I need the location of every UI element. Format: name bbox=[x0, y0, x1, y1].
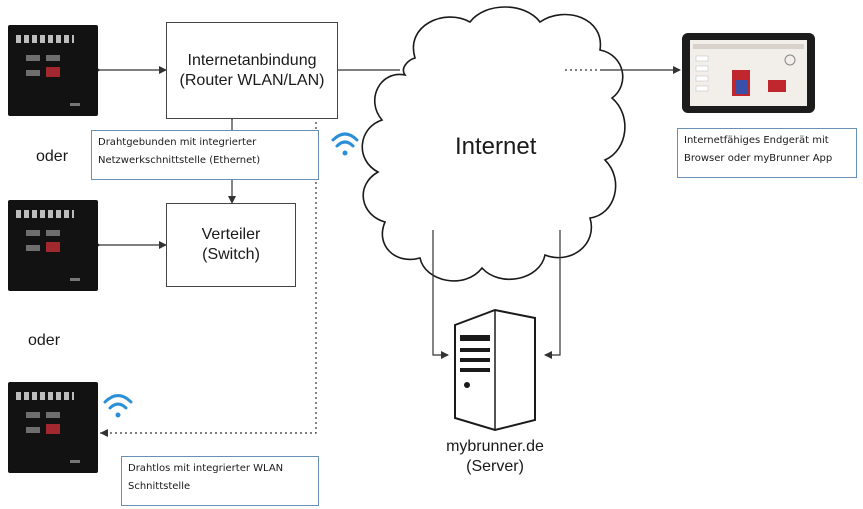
wireless-note-line2: Schnittstelle bbox=[128, 481, 191, 492]
client-note: Internetfähiges Endgerät mit Browser ode… bbox=[677, 128, 857, 178]
wireless-connections bbox=[100, 66, 681, 434]
controller-device-icon bbox=[8, 25, 98, 116]
router-box-line2: (Router WLAN/LAN) bbox=[179, 71, 325, 89]
wired-note-line1: Drahtgebunden mit integrierter bbox=[98, 137, 257, 148]
server-icon bbox=[454, 308, 536, 432]
wired-note: Drahtgebunden mit integrierter Netzwerks… bbox=[91, 130, 319, 180]
wired-note-line2: Netzwerkschnittstelle (Ethernet) bbox=[98, 155, 261, 166]
oder-label: oder bbox=[36, 148, 69, 165]
cloud-icon bbox=[361, 6, 626, 282]
server-label-line2: (Server) bbox=[466, 458, 524, 475]
client-note-line2: Browser oder myBrunner App bbox=[684, 153, 833, 164]
server-label-line1: mybrunner.de bbox=[446, 438, 544, 455]
router-box: Internetanbindung (Router WLAN/LAN) bbox=[166, 22, 338, 119]
server-label: mybrunner.de (Server) bbox=[430, 437, 560, 477]
switch-box-line2: (Switch) bbox=[202, 246, 260, 263]
wifi-icon bbox=[103, 394, 133, 418]
wireless-note-line1: Drahtlos mit integrierter WLAN bbox=[128, 463, 284, 474]
controller-device-icon bbox=[8, 382, 98, 473]
router-box-line1: Internetanbindung bbox=[187, 51, 317, 69]
wireless-arrowhead bbox=[100, 429, 108, 437]
cloud-label: Internet bbox=[455, 133, 537, 160]
controller-device-icon bbox=[8, 200, 98, 291]
tablet-icon bbox=[682, 33, 815, 113]
wireless-note: Drahtlos mit integrierter WLAN Schnittst… bbox=[121, 456, 319, 506]
wifi-icon bbox=[331, 132, 359, 156]
client-note-line1: Internetfähiges Endgerät mit bbox=[684, 135, 829, 146]
oder-label: oder bbox=[28, 332, 61, 349]
switch-box-line1: Verteiler bbox=[201, 226, 261, 243]
switch-box: Verteiler (Switch) bbox=[166, 203, 296, 287]
